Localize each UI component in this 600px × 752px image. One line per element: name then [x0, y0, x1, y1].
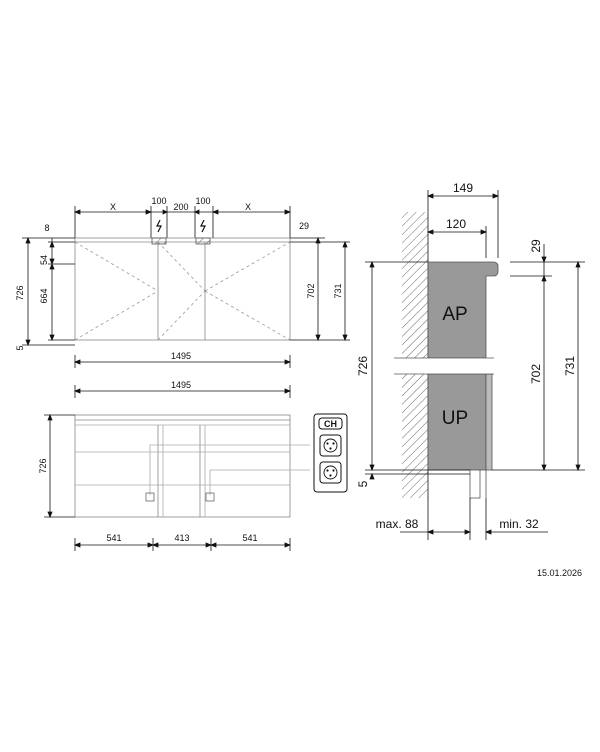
front-dim-726: 726 — [15, 285, 25, 300]
socket-icon — [319, 434, 342, 457]
side-dim-5: 5 — [356, 480, 370, 487]
front-dim-702: 702 — [306, 283, 316, 298]
side-dim-726: 726 — [356, 356, 370, 376]
front-dim-664: 664 — [39, 288, 49, 303]
lower-segment-1: 541 — [106, 533, 121, 543]
front-100-right: 100 — [195, 196, 210, 206]
lower-view — [44, 385, 310, 551]
lower-height-726: 726 — [38, 458, 48, 473]
socket-panel — [313, 413, 348, 493]
side-dim-702: 702 — [529, 364, 543, 384]
front-dim-731: 731 — [333, 283, 343, 298]
label-ap: AP — [442, 304, 467, 325]
side-max-88: max. 88 — [376, 517, 419, 531]
side-view — [365, 190, 585, 540]
date-stamp: 15.01.2026 — [536, 568, 582, 578]
front-x-left: X — [110, 202, 116, 212]
side-dim-731: 731 — [563, 356, 577, 376]
front-dim-54: 54 — [39, 255, 49, 265]
front-x-right: X — [245, 202, 251, 212]
front-100-left: 100 — [151, 196, 166, 206]
socket-icon — [319, 461, 342, 484]
lower-segment-3: 541 — [242, 533, 257, 543]
side-min-32: min. 32 — [499, 517, 539, 531]
label-up: UP — [442, 408, 468, 429]
front-view — [22, 206, 350, 368]
front-200: 200 — [173, 202, 188, 212]
front-dim-8: 8 — [44, 223, 49, 233]
side-dim-29: 29 — [529, 239, 543, 253]
front-dim-5: 5 — [15, 345, 25, 350]
lower-width-1495: 1495 — [171, 380, 191, 390]
lower-segment-2: 413 — [174, 533, 189, 543]
side-depth-149: 149 — [453, 181, 473, 195]
socket-label: CH — [324, 419, 337, 429]
front-dim-29: 29 — [299, 221, 309, 231]
front-width-1495: 1495 — [171, 351, 191, 361]
side-depth-120: 120 — [446, 217, 466, 231]
